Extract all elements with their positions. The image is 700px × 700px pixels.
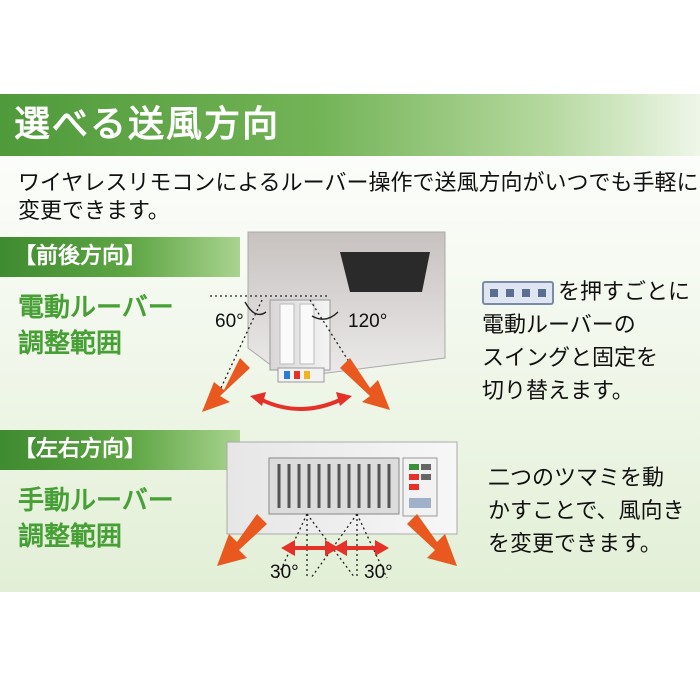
front-back-desc-line-2: 電動ルーバーの	[482, 313, 636, 338]
front-back-desc-line-4: 切り替えます。	[482, 379, 634, 404]
ceiling-unit-illustration	[202, 231, 446, 412]
front-back-tag: 【前後方向】	[0, 237, 240, 277]
left-right-desc-line-1: 二つのツマミを動	[488, 466, 665, 491]
front-back-label-2: 調整範囲	[18, 329, 123, 359]
remote-louver-button-icon	[482, 281, 554, 305]
front-back-angle-right: 120°	[348, 311, 388, 332]
left-right-desc-line-3: を変更できます。	[488, 532, 662, 557]
intro-text: ワイヤレスリモコンによるルーバー操作で送風方向がいつでも手軽に 変更できます。	[18, 170, 699, 226]
front-back-description: を押すごとに 電動ルーバーの スイングと固定を 切り替えます。	[482, 276, 690, 408]
intro-line-1: ワイヤレスリモコンによるルーバー操作で送風方向がいつでも手軽に	[18, 171, 699, 196]
left-right-description: 二つのツマミを動 かすことで、風向き を変更できます。	[488, 462, 684, 561]
intro-line-2: 変更できます。	[18, 199, 170, 224]
left-right-desc-line-2: かすことで、風向き	[488, 499, 685, 524]
left-right-angle-left: 30°	[270, 562, 299, 583]
left-right-label-2: 調整範囲	[18, 522, 123, 552]
wall-unit-illustration	[217, 441, 458, 579]
left-right-label-1: 手動ルーバー	[18, 486, 174, 516]
left-right-angle-right: 30°	[364, 562, 393, 583]
title-banner: 選べる送風方向	[0, 94, 700, 156]
front-back-angle-left: 60°	[215, 311, 244, 332]
front-back-label-1: 電動ルーバー	[18, 293, 174, 323]
front-back-desc-line-3: スイングと固定を	[482, 346, 659, 371]
page-title: 選べる送風方向	[14, 104, 281, 145]
front-back-desc-line-1: を押すごとに	[482, 276, 690, 309]
left-right-tag: 【左右方向】	[0, 430, 240, 470]
